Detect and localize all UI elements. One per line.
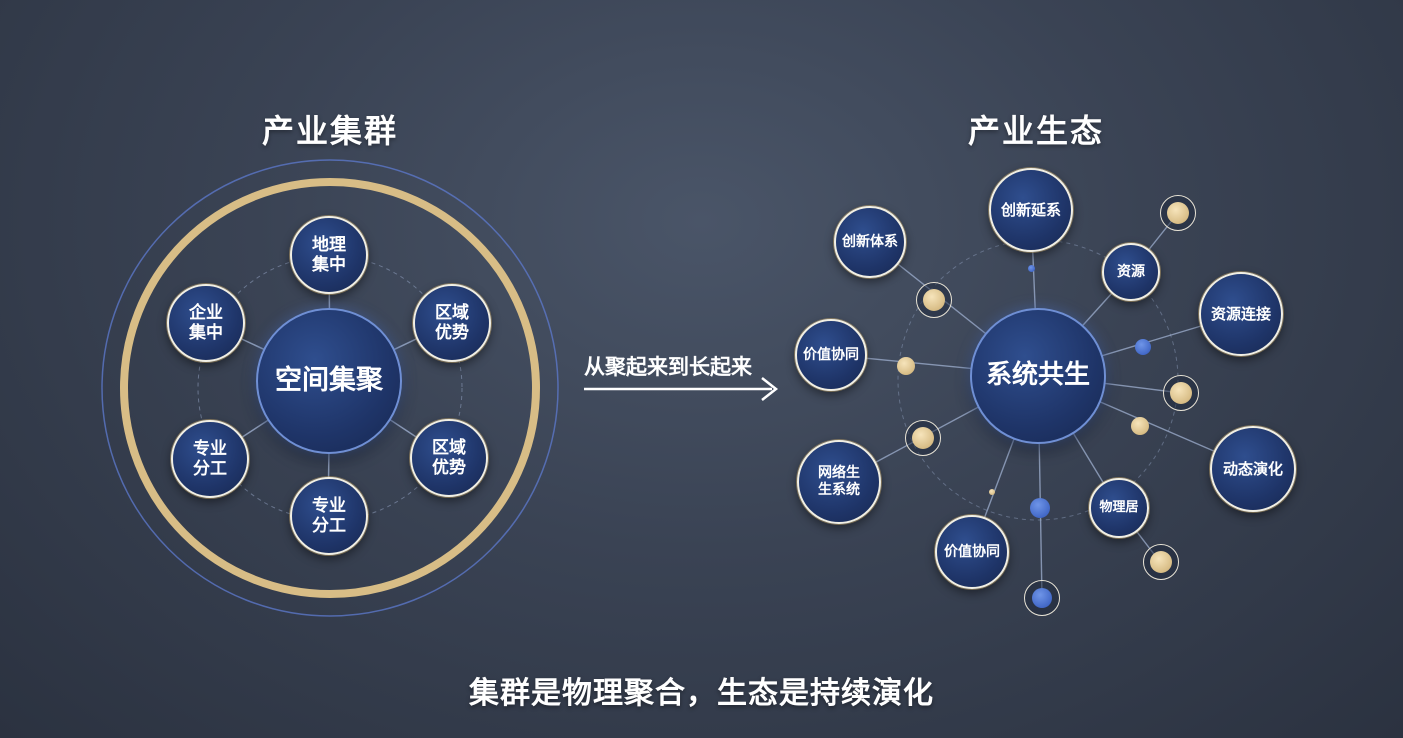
eco-node-network-ecosystem: 网络生 生系统 [797,440,881,524]
gold-ring [120,178,540,598]
eco-node-physical-residence: 物理居 [1089,478,1149,538]
gold-dot-ring-4 [905,420,941,456]
gold-dot-small-2 [1131,417,1149,435]
gold-dot-small-1 [897,357,915,375]
eco-node-dynamic-evolution: 动态演化 [1210,426,1296,512]
inner-dashed-ring [197,255,463,521]
cluster-node-specialization-left: 专业 分工 [171,420,249,498]
arrow [584,377,779,401]
blue-dot-tiny [1028,265,1035,272]
blue-dot-ring [1024,580,1060,616]
blue-dot-2 [1030,498,1050,518]
gold-dot-ring-1 [1160,195,1196,231]
cluster-node-enterprise: 企业 集中 [167,284,245,362]
spatial-agglomeration-node: 空间集聚 [256,308,402,454]
ecosystem-title: 产业生态 [968,112,1105,150]
cluster-node-regional-advantage-upper: 区域 优势 [413,284,491,362]
cluster-node-regional-advantage-lower: 区域 优势 [410,419,488,497]
eco-node-value-synergy-left: 价值协同 [795,319,867,391]
eco-node-resources: 资源 [1102,243,1160,301]
gold-dot-tiny [989,489,995,495]
cluster-node-specialization-lower: 专业 分工 [290,477,368,555]
system-symbiosis-node: 系统共生 [970,308,1106,444]
cluster-title: 产业集群 [262,112,399,150]
eco-node-innovation-extension: 创新延系 [989,168,1073,252]
caption: 集群是物理聚合，生态是持续演化 [469,676,934,711]
blue-dot-1 [1135,339,1151,355]
cluster-node-geographic: 地理 集中 [290,216,368,294]
arrow-label: 从聚起来到长起来 [584,355,752,379]
gold-dot-ring-5 [1143,544,1179,580]
gold-dot-ring-2 [916,282,952,318]
outer-blue-ring [101,159,559,617]
eco-node-innovation-system: 创新体系 [834,206,906,278]
eco-node-value-synergy-bottom: 价值协同 [935,515,1009,589]
eco-node-resource-connection: 资源连接 [1199,272,1283,356]
gold-dot-ring-3 [1163,375,1199,411]
